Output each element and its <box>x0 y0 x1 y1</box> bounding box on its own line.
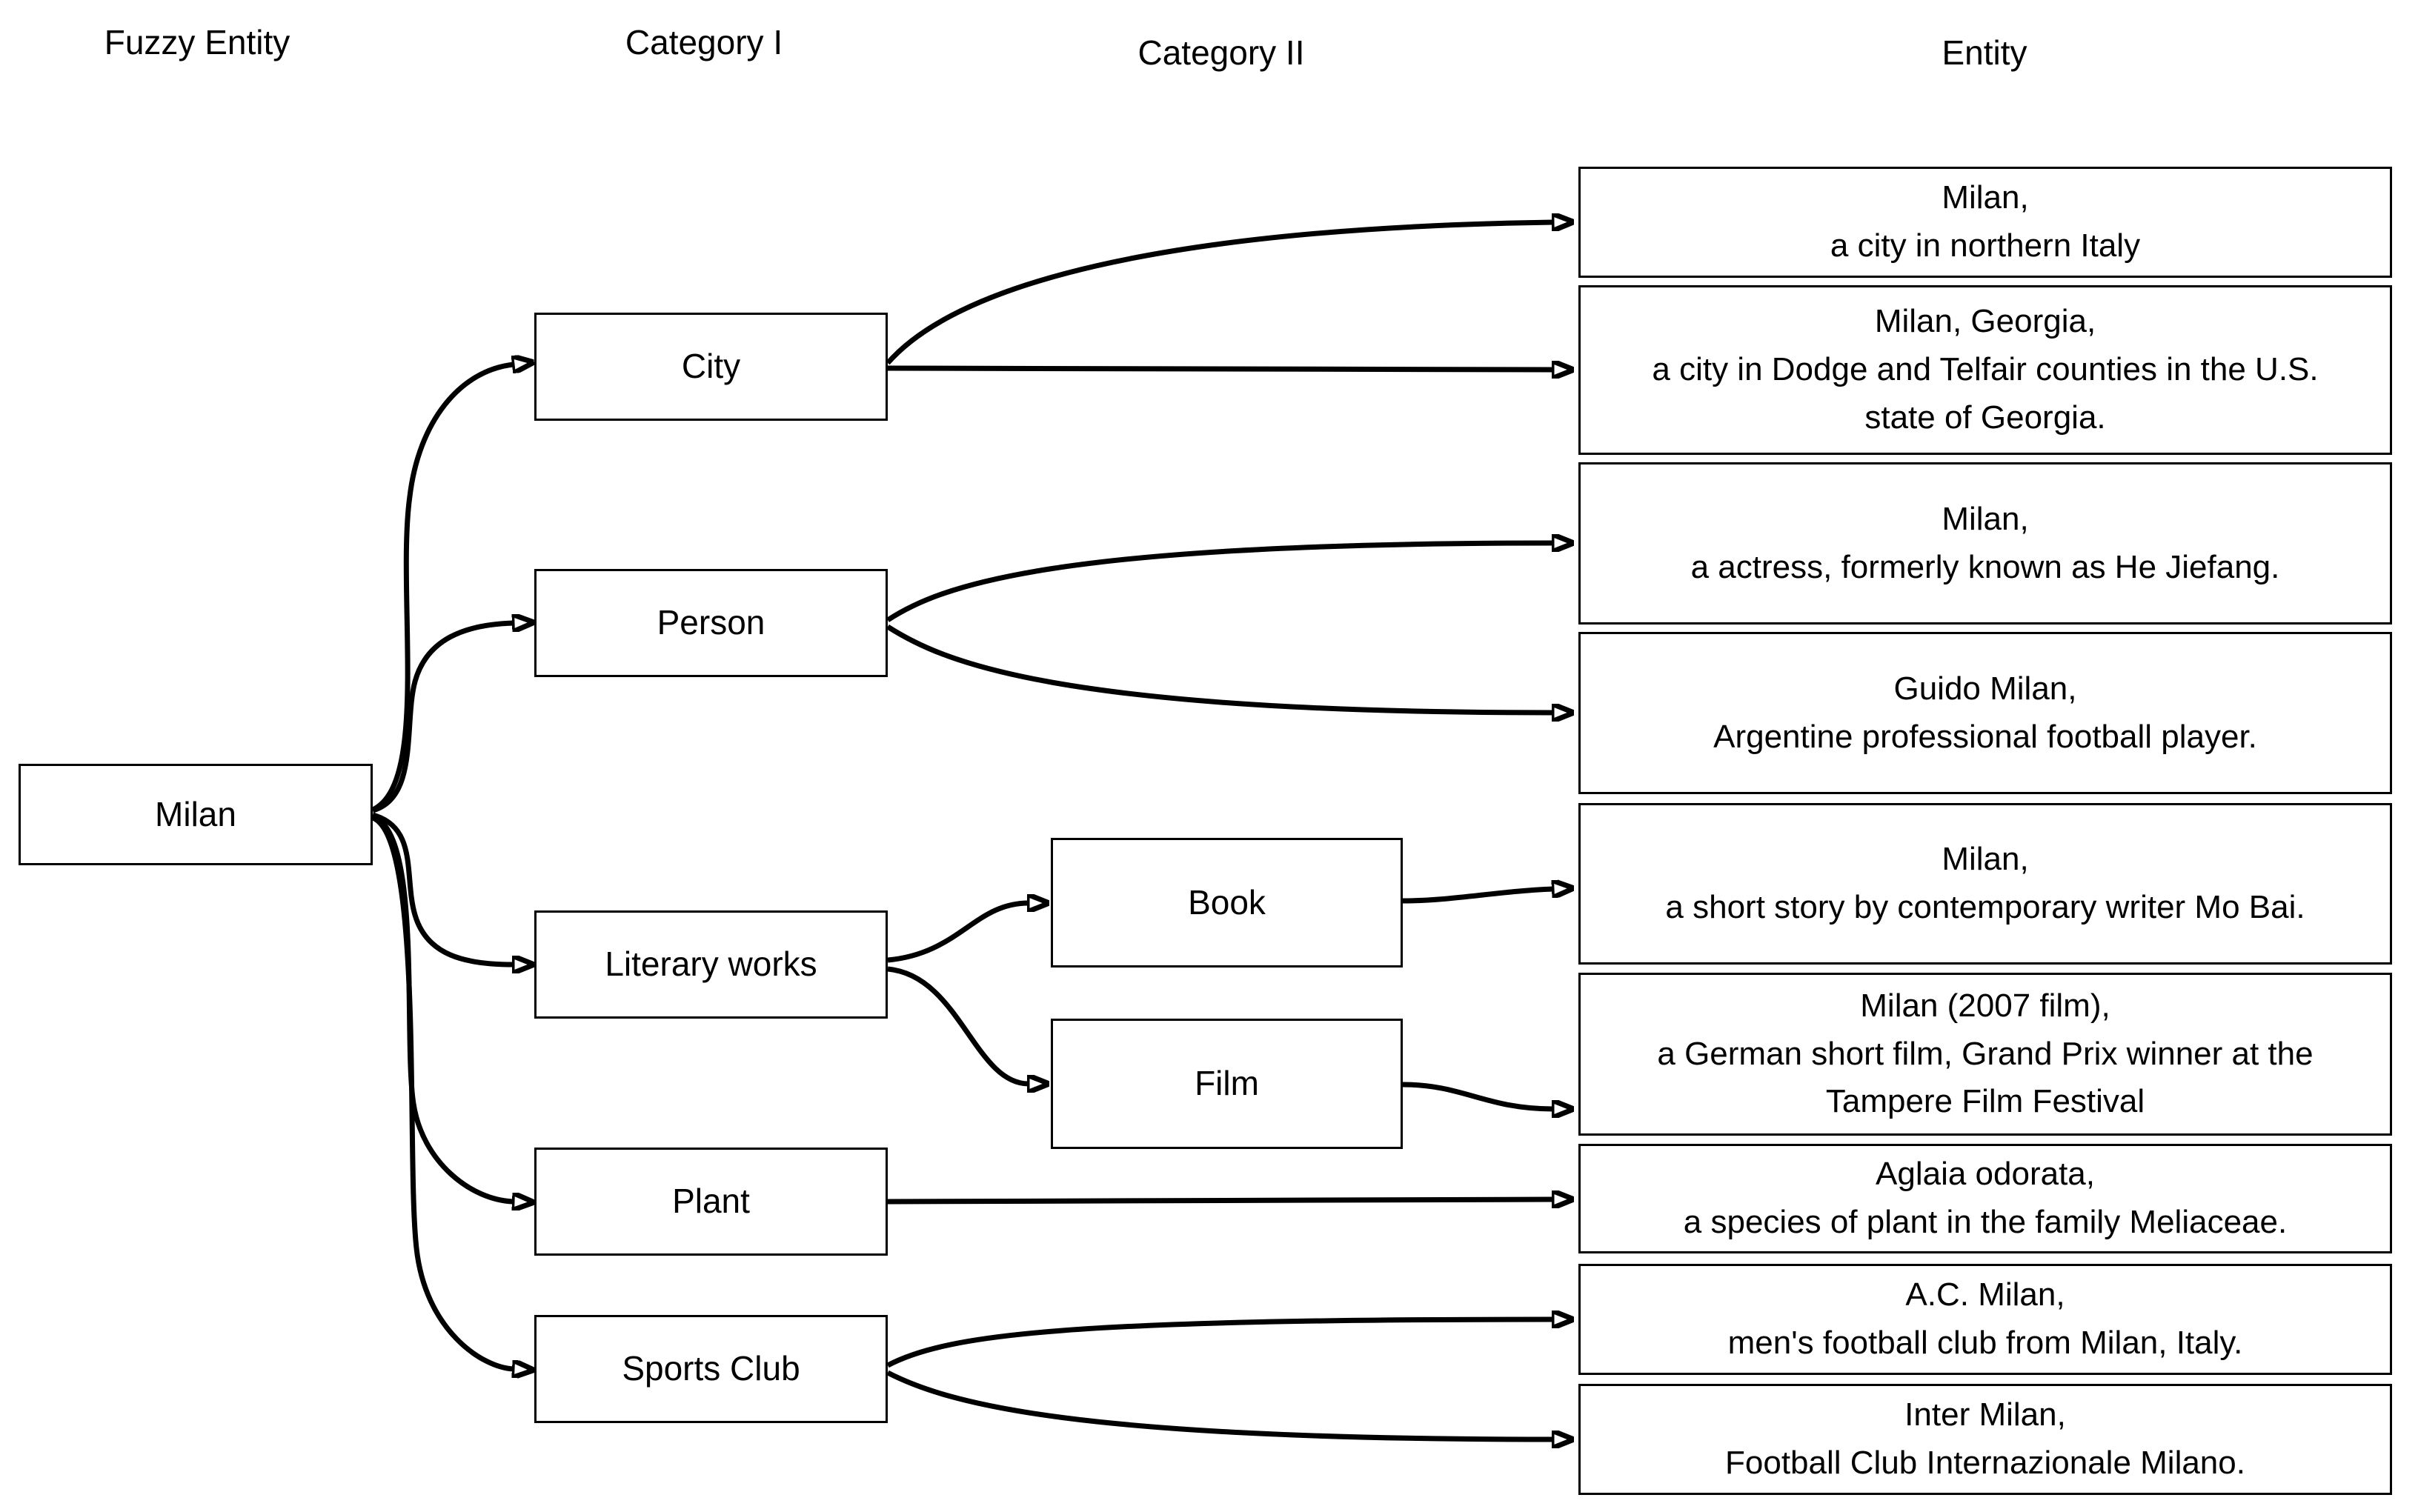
edge-literary-works-to-book <box>887 903 1029 963</box>
category1-node-person: Person <box>534 569 888 677</box>
entity-text-milan-short-story: Milan, a short story by contemporary wri… <box>1665 841 2305 925</box>
entity-node-inter-milan: Inter Milan, Football Club Internazional… <box>1578 1384 2392 1495</box>
entity-node-aglaia-odorata: Aglaia odorata, a species of plant in th… <box>1578 1144 2392 1253</box>
category1-label-sports-club: Sports Club <box>622 1349 800 1388</box>
category1-node-plant: Plant <box>534 1148 888 1256</box>
edge-city-to-milan-city <box>886 222 1553 365</box>
category2-node-film: Film <box>1051 1019 1403 1149</box>
edge-milan-to-person <box>371 623 514 813</box>
edge-book-to-milan-short-story <box>1402 889 1553 904</box>
edge-literary-works-to-film <box>887 966 1029 1084</box>
column-header-category2: Category II <box>1137 33 1305 72</box>
entity-node-milan-actress: Milan, a actress, formerly known as He J… <box>1578 462 2392 625</box>
edge-milan-to-sports-club <box>371 815 514 1369</box>
edge-milan-to-plant <box>371 813 514 1202</box>
category1-node-sports-club: Sports Club <box>534 1315 888 1423</box>
edge-film-to-milan-2007-film <box>1402 1082 1553 1109</box>
edge-city-to-milan-georgia <box>887 368 1553 370</box>
entity-text-milan-georgia: Milan, Georgia, a city in Dodge and Telf… <box>1652 303 2319 436</box>
category1-label-person: Person <box>657 603 765 642</box>
entity-node-milan-2007-film: Milan (2007 film), a German short film, … <box>1578 973 2392 1136</box>
column-header-entity: Entity <box>1942 33 2027 72</box>
entity-text-inter-milan: Inter Milan, Football Club Internazional… <box>1725 1396 2245 1481</box>
entity-text-guido-milan: Guido Milan, Argentine professional foot… <box>1713 670 2257 755</box>
category1-label-literary-works: Literary works <box>605 945 817 984</box>
column-header-category1: Category I <box>625 23 783 61</box>
fuzzy-entity-node-milan: Milan <box>19 764 373 865</box>
edge-person-to-guido-milan <box>886 625 1553 713</box>
edge-plant-to-aglaia-odorata <box>887 1199 1553 1202</box>
edge-sports-club-to-ac-milan <box>886 1319 1553 1368</box>
entity-node-ac-milan: A.C. Milan, men's football club from Mil… <box>1578 1264 2392 1375</box>
category1-node-city: City <box>534 313 888 421</box>
category2-node-book: Book <box>1051 838 1403 968</box>
entity-text-aglaia-odorata: Aglaia odorata, a species of plant in th… <box>1683 1156 2288 1240</box>
entity-node-milan-city: Milan, a city in northern Italy <box>1578 167 2392 278</box>
edge-sports-club-to-inter-milan <box>886 1370 1553 1439</box>
category1-label-city: City <box>681 347 741 386</box>
entity-node-milan-short-story: Milan, a short story by contemporary wri… <box>1578 803 2392 965</box>
entity-text-milan-actress: Milan, a actress, formerly known as He J… <box>1690 500 2280 585</box>
edge-milan-to-literary-works <box>371 812 514 965</box>
entity-text-milan-city: Milan, a city in northern Italy <box>1830 179 2141 264</box>
category1-node-literary-works: Literary works <box>534 910 888 1019</box>
fuzzy-entity-label: Milan <box>155 794 236 833</box>
edge-person-to-milan-actress <box>886 543 1553 622</box>
entity-node-milan-georgia: Milan, Georgia, a city in Dodge and Telf… <box>1578 285 2392 455</box>
category1-label-plant: Plant <box>672 1182 750 1221</box>
column-header-fuzzy-entity: Fuzzy Entity <box>104 23 290 61</box>
entity-text-ac-milan: A.C. Milan, men's football club from Mil… <box>1727 1276 2243 1361</box>
entity-node-guido-milan: Guido Milan, Argentine professional foot… <box>1578 632 2392 794</box>
entity-text-milan-2007-film: Milan (2007 film), a German short film, … <box>1657 987 2314 1120</box>
edge-milan-to-city <box>371 364 514 813</box>
category2-label-book: Book <box>1188 882 1266 922</box>
category2-label-film: Film <box>1195 1064 1259 1103</box>
